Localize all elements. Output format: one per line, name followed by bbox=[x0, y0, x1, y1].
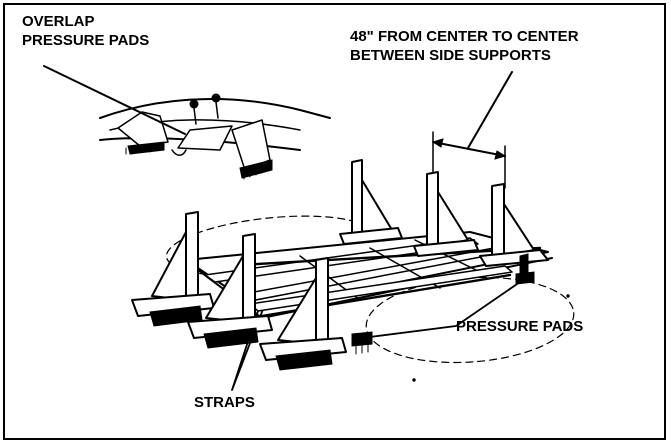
overlap-leader-line bbox=[43, 65, 186, 135]
side-support-back-3 bbox=[479, 183, 549, 275]
support-spacing-label: 48" FROM CENTER TO CENTER BETWEEN SIDE S… bbox=[350, 27, 579, 65]
pressure-pad-right bbox=[515, 271, 535, 285]
figure-border bbox=[3, 3, 666, 440]
side-support-back-2 bbox=[413, 171, 479, 257]
pressure-pad-left bbox=[351, 331, 373, 355]
spacing-label-line-1: 48" FROM CENTER TO CENTER bbox=[350, 28, 579, 45]
side-support-front-2 bbox=[187, 233, 273, 349]
overlap-label-line-2: PRESSURE PADS bbox=[22, 32, 150, 49]
overlap-pad-inset bbox=[99, 93, 331, 180]
overlap-label-line-1: OVERLAP bbox=[22, 13, 95, 30]
side-support-back-1 bbox=[339, 159, 403, 245]
dashed-outline-right bbox=[365, 276, 575, 364]
straps-label-text: STRAPS bbox=[194, 394, 255, 411]
pressure-pads-leader-lines bbox=[361, 281, 521, 339]
straps-label: STRAPS bbox=[194, 393, 255, 412]
spacing-dimension-arrow bbox=[431, 131, 507, 189]
pressure-pads-label-text: PRESSURE PADS bbox=[456, 318, 584, 335]
spacing-label-line-2: BETWEEN SIDE SUPPORTS bbox=[350, 47, 551, 64]
side-support-front-3 bbox=[259, 257, 347, 371]
straps bbox=[238, 246, 542, 320]
overlap-pressure-pads-label: OVERLAP PRESSURE PADS bbox=[22, 12, 149, 50]
spacing-leader-line bbox=[467, 71, 513, 149]
pressure-pads-label: PRESSURE PADS bbox=[456, 317, 583, 336]
